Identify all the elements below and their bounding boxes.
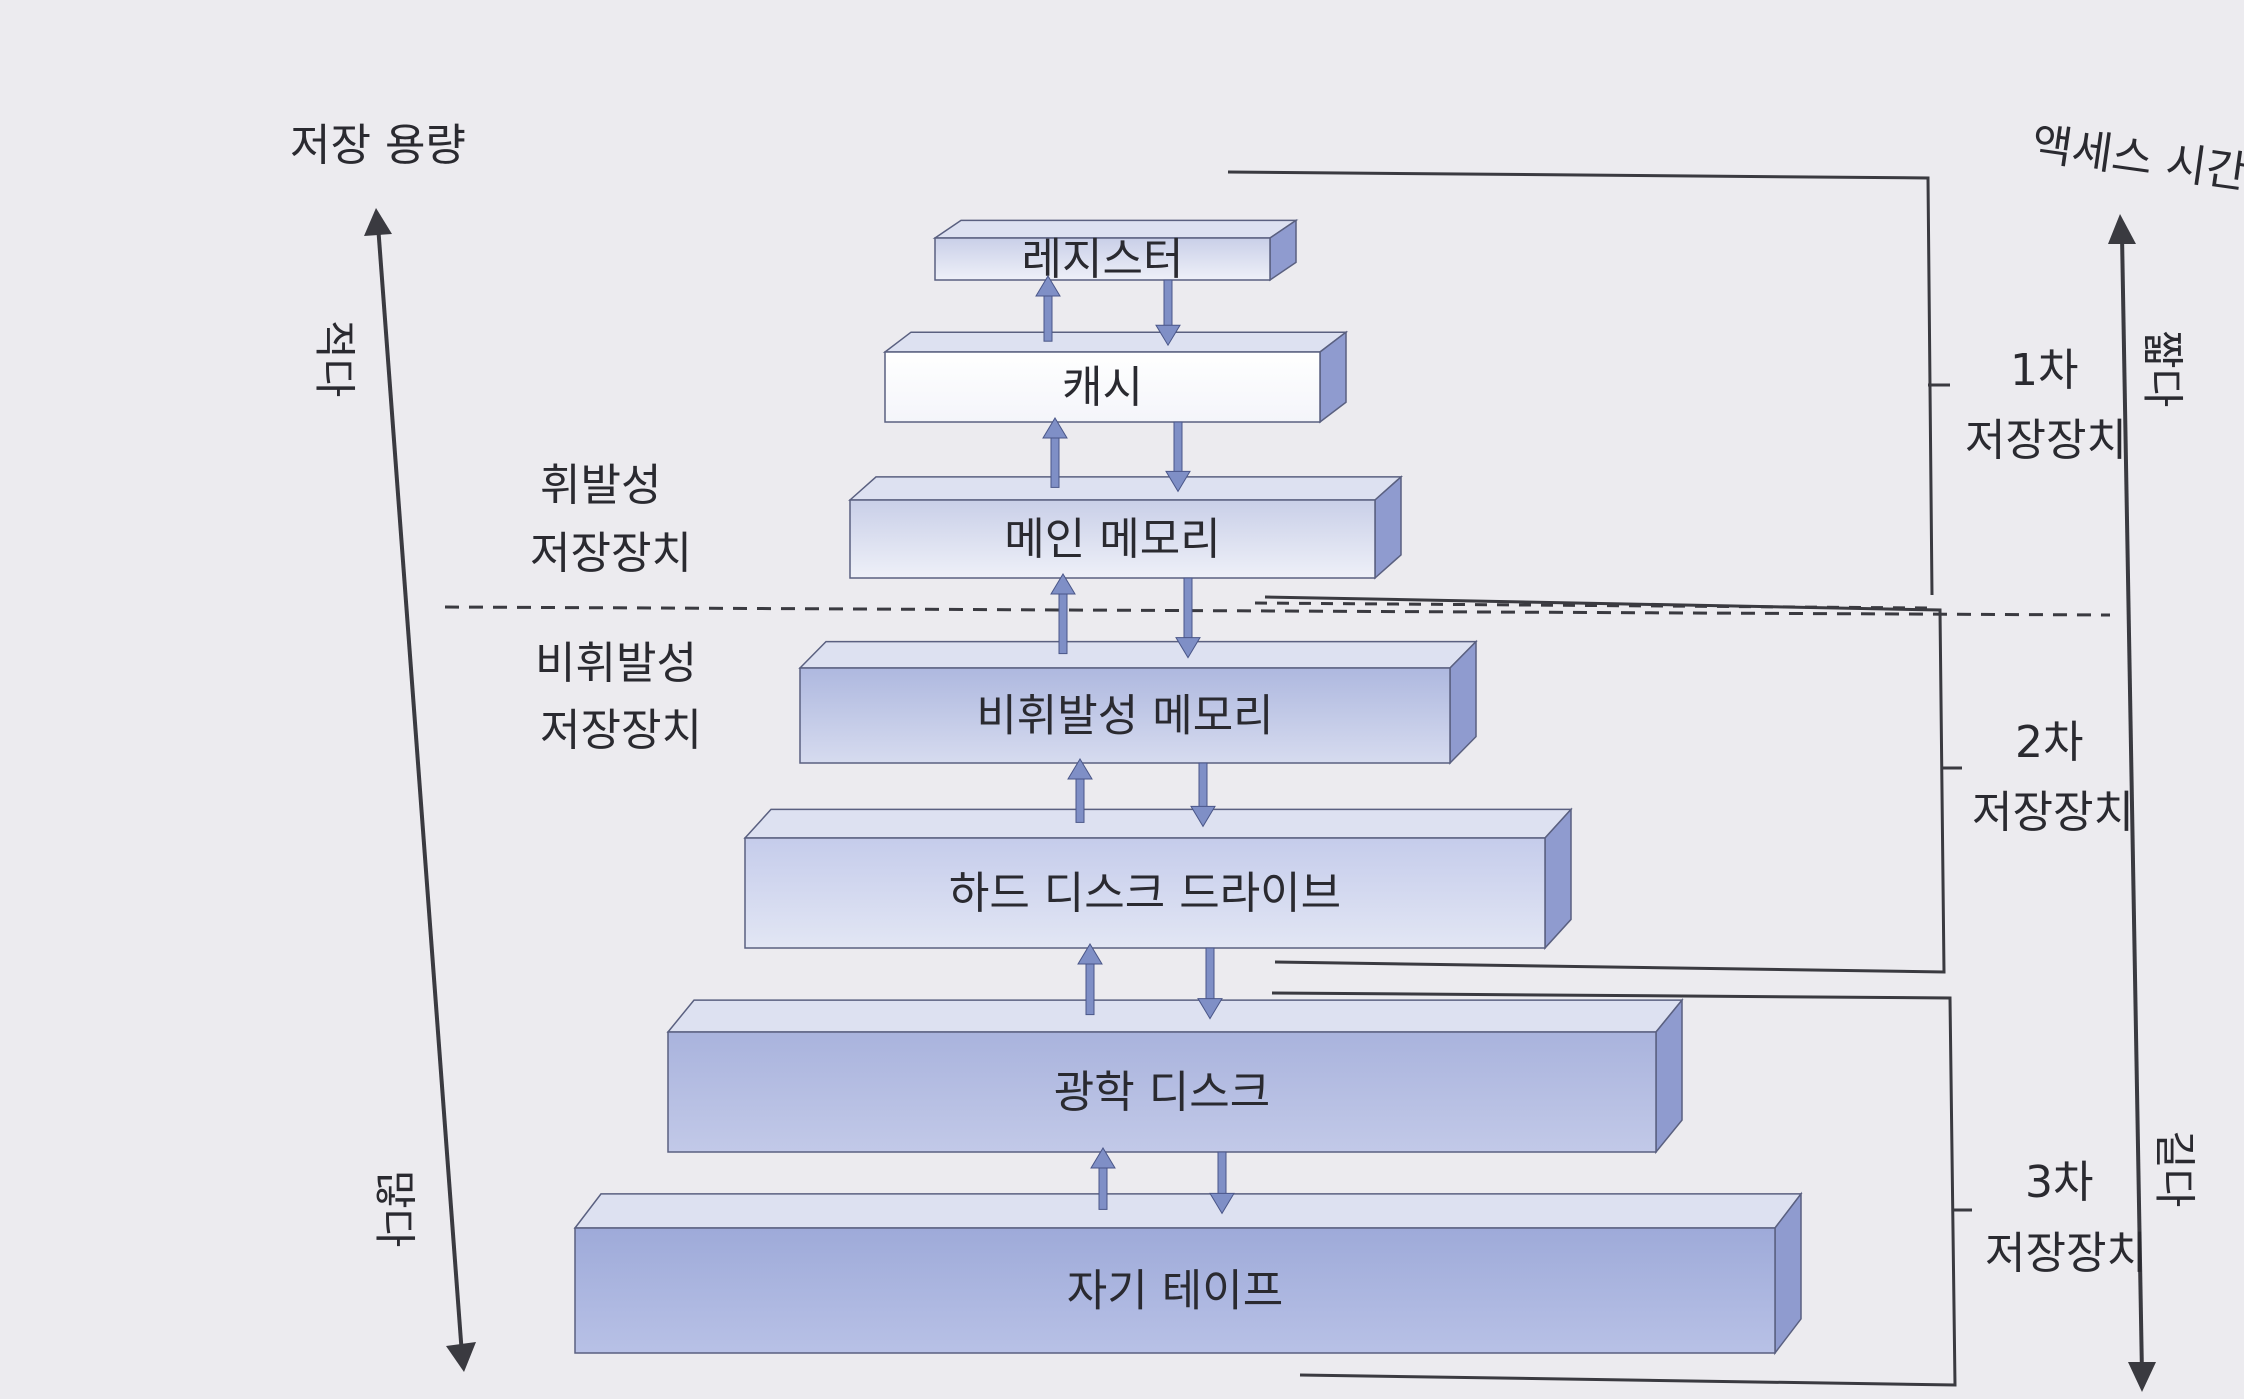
up-arrow — [1090, 1147, 1116, 1210]
tertiary-storage-label-line1: 3차 — [2025, 1157, 2093, 1208]
volatility-divider — [444, 605, 2111, 617]
layer-top-face — [848, 476, 1403, 501]
down-arrow — [1175, 577, 1201, 659]
layer-top-face — [743, 808, 1573, 839]
layer-front-face — [934, 237, 1271, 281]
primary-storage-bracket — [1227, 170, 1950, 596]
left-axis-arrow — [364, 208, 476, 1372]
layer-label: 자기 테이프 — [1067, 1266, 1283, 1317]
layer-optical-disk: 광학 디스크 — [666, 997, 1684, 1155]
right-axis-top-label: 짧다 — [2138, 330, 2187, 407]
layer-magnetic-tape: 자기 테이프 — [573, 1191, 1803, 1356]
volatile-label-line2: 저장장치 — [530, 528, 692, 579]
tertiary-storage-label-line2: 저장장치 — [1985, 1228, 2147, 1279]
nonvolatile-label-line2: 저장장치 — [540, 705, 702, 756]
down-arrow — [1190, 762, 1216, 828]
up-arrow — [1042, 417, 1068, 488]
layer-label: 메인 메모리 — [1004, 514, 1220, 565]
right-axis-bottom-label: 길다 — [2150, 1130, 2199, 1207]
layer-label: 하드 디스크 드라이브 — [949, 868, 1341, 919]
layer-front-face — [849, 499, 1376, 579]
left-axis-bottom-label: 많다 — [370, 1170, 419, 1247]
down-arrow — [1197, 947, 1223, 1020]
layer-front-face — [799, 667, 1451, 764]
layer-front-face — [884, 351, 1321, 423]
down-arrow — [1165, 421, 1191, 493]
layer-register: 레지스터 — [932, 218, 1299, 285]
secondary-storage-label-line2: 저장장치 — [1972, 787, 2134, 838]
layer-top-face — [882, 331, 1349, 353]
layer-label: 광학 디스크 — [1054, 1067, 1270, 1118]
right-axis-arrow — [2108, 214, 2156, 1392]
layer-top-face — [666, 999, 1684, 1033]
secondary-storage-label-line1: 2차 — [2015, 717, 2083, 768]
right-axis-title: 액세스 시간 — [2028, 118, 2244, 199]
up-arrow — [1077, 943, 1103, 1016]
layer-nonvolatile-memory: 비휘발성 메모리 — [798, 639, 1478, 765]
layer-label: 비휘발성 메모리 — [976, 691, 1273, 742]
layer-cache: 캐시 — [882, 330, 1349, 424]
nonvolatile-label-line1: 비휘발성 — [535, 638, 697, 689]
up-arrow — [1035, 275, 1061, 342]
layer-front-face — [574, 1227, 1776, 1354]
layer-front-face — [744, 837, 1546, 949]
left-axis-title: 저장 용량 — [290, 120, 466, 171]
layer-front-face — [667, 1031, 1657, 1153]
layer-label: 레지스터 — [1022, 234, 1184, 285]
layer-top-face — [798, 640, 1478, 669]
volatile-label-line1: 휘발성 — [540, 460, 661, 511]
layer-hard-disk-drive: 하드 디스크 드라이브 — [743, 807, 1573, 950]
down-arrow — [1155, 279, 1181, 347]
down-arrow — [1209, 1151, 1235, 1215]
up-arrow — [1050, 573, 1076, 655]
primary-storage-label-line1: 1차 — [2010, 345, 2078, 396]
primary-storage-label-line2: 저장장치 — [1965, 415, 2127, 466]
layer-main-memory: 메인 메모리 — [848, 475, 1403, 580]
secondary-storage-bracket — [1264, 595, 1962, 974]
layer-top-face — [573, 1193, 1803, 1229]
up-arrow — [1067, 758, 1093, 823]
layer-label: 캐시 — [1062, 362, 1143, 413]
left-axis-top-label: 적다 — [310, 320, 359, 397]
tertiary-storage-bracket — [1271, 991, 1972, 1387]
